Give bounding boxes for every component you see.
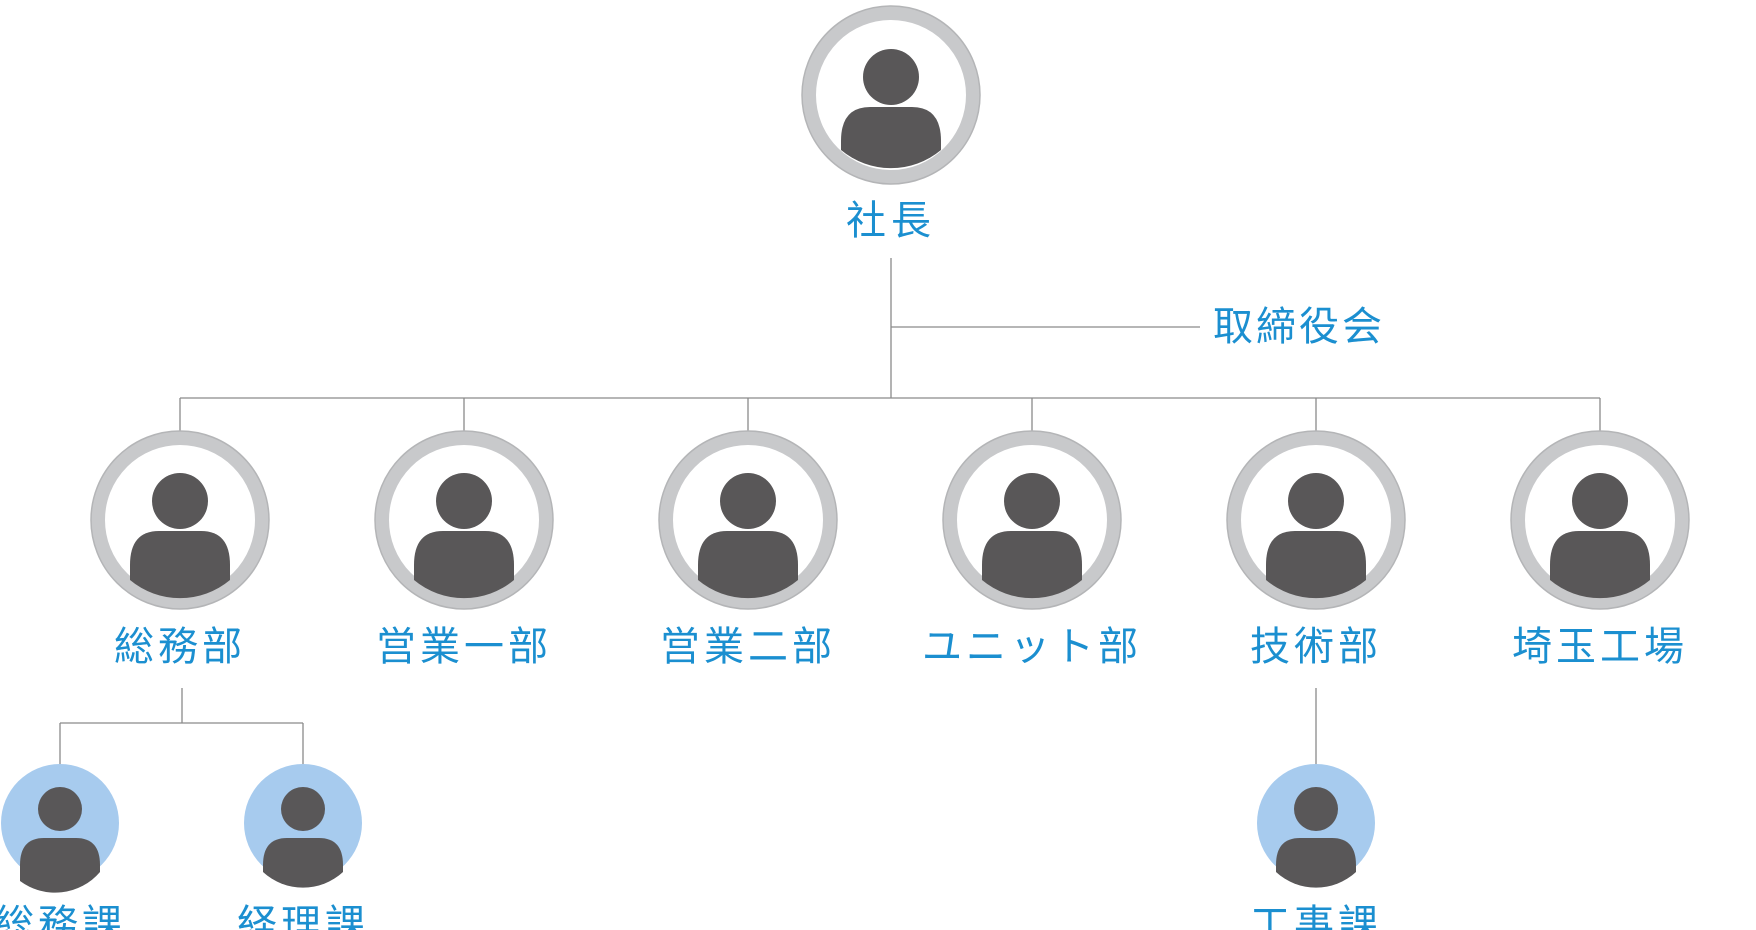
person-icon — [982, 473, 1082, 599]
node-section: 工事課 — [1250, 764, 1382, 930]
avatar — [942, 430, 1122, 610]
node-department: 埼玉工場 — [1510, 430, 1690, 670]
section-label: 経理課 — [237, 902, 369, 930]
person-icon — [1276, 787, 1356, 888]
person-icon — [1550, 473, 1650, 599]
avatar — [1, 764, 119, 893]
avatar — [244, 764, 362, 888]
section-label: 工事課 — [1250, 902, 1382, 930]
avatar — [374, 430, 554, 610]
board-label: 取締役会 — [1213, 304, 1385, 350]
person-icon — [841, 49, 941, 169]
node-department: 営業二部 — [658, 430, 838, 670]
person-icon — [130, 473, 230, 599]
person-icon — [1266, 473, 1366, 599]
node-department: 営業一部 — [374, 430, 554, 670]
node-section: 総務課 — [0, 764, 126, 930]
person-icon — [698, 473, 798, 599]
node-department: ユニット部 — [922, 430, 1142, 670]
avatar — [90, 430, 270, 610]
avatar — [1226, 430, 1406, 610]
node-section: 経理課 — [237, 764, 369, 930]
connector-lines — [59, 258, 1601, 765]
person-icon — [414, 473, 514, 599]
avatar — [801, 5, 981, 185]
section-label: 総務課 — [0, 902, 126, 930]
president-label: 社長 — [846, 198, 936, 244]
department-label: 総務部 — [114, 624, 246, 670]
department-label: 埼玉工場 — [1512, 624, 1688, 670]
node-department: 総務部 — [90, 430, 270, 670]
department-label: 営業一部 — [376, 624, 552, 670]
department-label: 技術部 — [1250, 624, 1382, 670]
avatar — [658, 430, 838, 610]
node-department: 技術部 — [1226, 430, 1406, 670]
node-president: 社長 — [801, 5, 981, 244]
department-label: ユニット部 — [922, 624, 1142, 670]
person-icon — [263, 787, 343, 888]
person-icon — [20, 787, 100, 893]
avatar — [1510, 430, 1690, 610]
department-label: 営業二部 — [660, 624, 836, 670]
avatar — [1257, 764, 1375, 888]
